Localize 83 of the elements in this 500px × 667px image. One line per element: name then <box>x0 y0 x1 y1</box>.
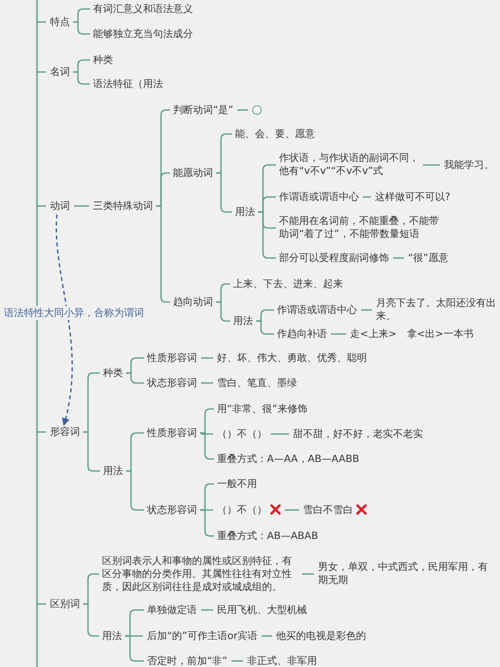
topic-text: 月亮下去了。太阳还没有出来。 <box>376 297 498 323</box>
topic-text: 状态形容词 <box>147 376 197 390</box>
branch-line <box>331 333 346 335</box>
branch-line <box>262 635 272 637</box>
topic-text: 动词 <box>50 200 70 212</box>
topic-text: 用法 <box>102 630 122 642</box>
topic-text: 否定时，前加“非” <box>147 654 228 667</box>
topic-text: 我能学习。 <box>444 158 494 172</box>
branch-line <box>37 71 46 73</box>
branch-line <box>125 635 144 662</box>
topic-text: 单独做定语 <box>147 604 197 616</box>
topic-text: 区别词 <box>50 598 80 610</box>
topic-text: 好、坏、伟大、勇敢、优秀、聪明 <box>217 352 367 364</box>
topic-text: 上来、下去、进来、起来 <box>233 278 343 290</box>
topic-text: 民用飞机、大型机械 <box>217 604 307 616</box>
topic-text: 特点 <box>50 16 70 28</box>
topic-text: 用“非常、很”来修饰 <box>217 402 308 416</box>
topic-text: 走<上来> 拿<出>一本书 <box>350 328 474 340</box>
topic-text: 用法 <box>233 314 253 328</box>
branch-line <box>201 609 213 611</box>
branch-line <box>37 21 46 23</box>
topic-text: 能、会、要、愿意 <box>235 128 315 140</box>
topic-text: “很”愿意 <box>408 252 448 264</box>
topic-text: 用法 <box>235 206 255 218</box>
topic-text: （）不（） <box>217 428 267 440</box>
dashed-arrow <box>56 214 73 426</box>
topic-text: 部分可以受程度副词修饰 <box>279 252 389 264</box>
branch-line <box>37 205 46 207</box>
topic-text: 区别词表示人和事物的属性或区别特征，有区分事物的分类作用。其属性往往有对立性质，因此区别词往往是成对或城成组的。 <box>102 554 298 594</box>
topic-text: 三类特殊动词 <box>93 200 153 212</box>
topic-text: 作趋向补语 <box>277 328 327 340</box>
topic-text: （）不（） <box>217 504 267 516</box>
branch-line <box>361 309 372 311</box>
branch-line <box>237 109 248 111</box>
branch-line <box>201 433 213 435</box>
topic-text: 名词 <box>50 66 70 78</box>
topic-text: 种类 <box>103 366 123 380</box>
branch-line <box>73 21 90 35</box>
topic-text: 男女，单双，中式西式，民用军用，有期无期 <box>318 561 496 587</box>
branch-line <box>37 603 46 605</box>
topic-text: 他买的电视是彩色的 <box>276 630 366 642</box>
branch-line <box>423 164 440 166</box>
topic-text: 这样做可不可以? <box>375 190 450 204</box>
topic-text: 不能用在名词前，不能重叠，不能带助词“着了过”，不能带数量短语 <box>279 215 447 241</box>
topic-text: 甜不甜，好不好，老实不老实 <box>293 428 423 440</box>
topic-text: 作谓语或谓语中心 <box>279 190 359 204</box>
branch-line <box>37 431 46 433</box>
branch-line <box>216 301 230 322</box>
branch-line <box>73 71 90 85</box>
branch-line <box>201 357 213 359</box>
topic-text: 趋向动词 <box>173 296 213 308</box>
topic-text: 能愿动词 <box>173 166 213 180</box>
branch-line <box>363 196 371 198</box>
topic-text: 性质形容词 <box>147 352 197 364</box>
topic-text: 形容词 <box>50 426 80 438</box>
topic-text: 一般不用 <box>217 478 257 490</box>
branch-line <box>201 382 213 384</box>
branch-line <box>231 660 243 662</box>
branch-line <box>302 573 314 575</box>
topic-text: 用法 <box>103 464 123 478</box>
edge-label: 语法特性大同小异，合称为谓词 <box>4 306 144 320</box>
topic-text: 非正式、非军用 <box>247 654 317 667</box>
topic-text: 作状语，与作状语的副词不同，他有“v不v”“不v不v”式 <box>279 152 419 178</box>
topic-text: 能够独立充当句法成分 <box>93 28 193 40</box>
branch-line <box>126 372 144 384</box>
circle-icon <box>252 105 262 115</box>
topic-text: 语法特征（用法 <box>93 78 163 90</box>
topic-text: 状态形容词 <box>147 504 197 516</box>
topic-text: 判断动词“是” <box>173 104 234 116</box>
branch-line <box>256 320 274 335</box>
branch-line <box>393 257 404 259</box>
topic-text: 作谓语或谓语中心 <box>277 304 357 316</box>
topic-text: 雪白、笔直、墨绿 <box>217 376 297 390</box>
topic-text: 种类 <box>93 54 113 66</box>
topic-text: 重叠方式：A—AA，AB—AABB <box>217 452 360 466</box>
branch-line <box>74 205 89 207</box>
topic-text: 性质形容词 <box>147 426 197 440</box>
branch-line <box>285 509 299 511</box>
topic-text: 雪白不雪白 <box>303 504 353 516</box>
topic-text: 后加“的”可作主语or宾语 <box>147 630 258 642</box>
topic-text: 有词汇意义和语法意义 <box>93 2 193 16</box>
branch-line <box>271 433 289 435</box>
topic-text: 重叠方式：AB—ABAB <box>217 530 318 542</box>
